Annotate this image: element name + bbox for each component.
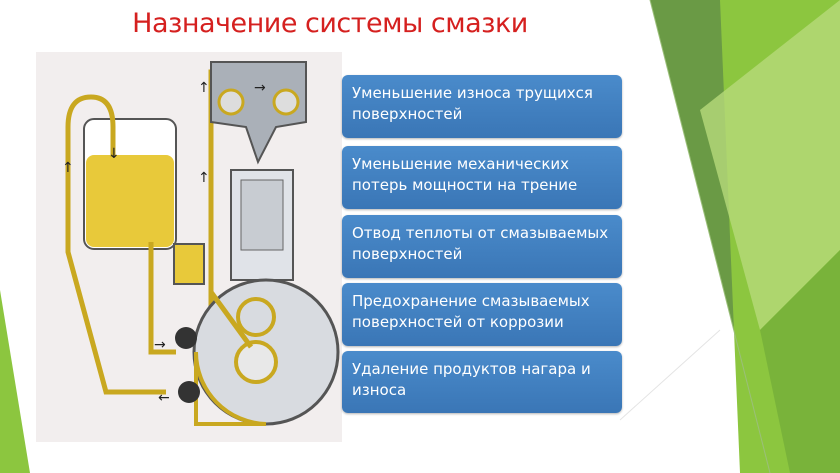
svg-text:→: → (154, 337, 166, 353)
purpose-box-wear: Уменьшение износа трущихся поверхностей (342, 75, 622, 138)
svg-text:↑: ↑ (198, 80, 210, 96)
svg-text:←: ← (158, 390, 170, 406)
purpose-box-heat-removal: Отвод теплоты от смазываемых поверхносте… (342, 215, 622, 278)
purpose-box-deposit-removal: Удаление продуктов нагара и износа (342, 351, 622, 413)
svg-text:→: → (254, 80, 266, 96)
left-green-shape (0, 290, 30, 473)
oil-pump-2 (178, 381, 200, 403)
engine-lubrication-diagram: ↑ ↑ ↑ ↓ → → ← (36, 52, 342, 442)
cylinder-head (210, 61, 307, 165)
purpose-box-corrosion: Предохранение смазываемых поверхностей о… (342, 283, 622, 346)
slide-title: Назначение системы смазки (132, 8, 528, 39)
oil-pump-1 (175, 327, 197, 349)
purpose-box-friction-losses: Уменьшение механических потерь мощности … (342, 146, 622, 209)
piston (240, 179, 284, 251)
svg-text:↑: ↑ (198, 170, 210, 186)
right-green-shape-mid (760, 250, 840, 473)
right-green-shape-pale (700, 0, 840, 330)
oil-filter (173, 243, 205, 285)
svg-text:↓: ↓ (108, 146, 120, 162)
svg-text:↑: ↑ (62, 160, 74, 176)
